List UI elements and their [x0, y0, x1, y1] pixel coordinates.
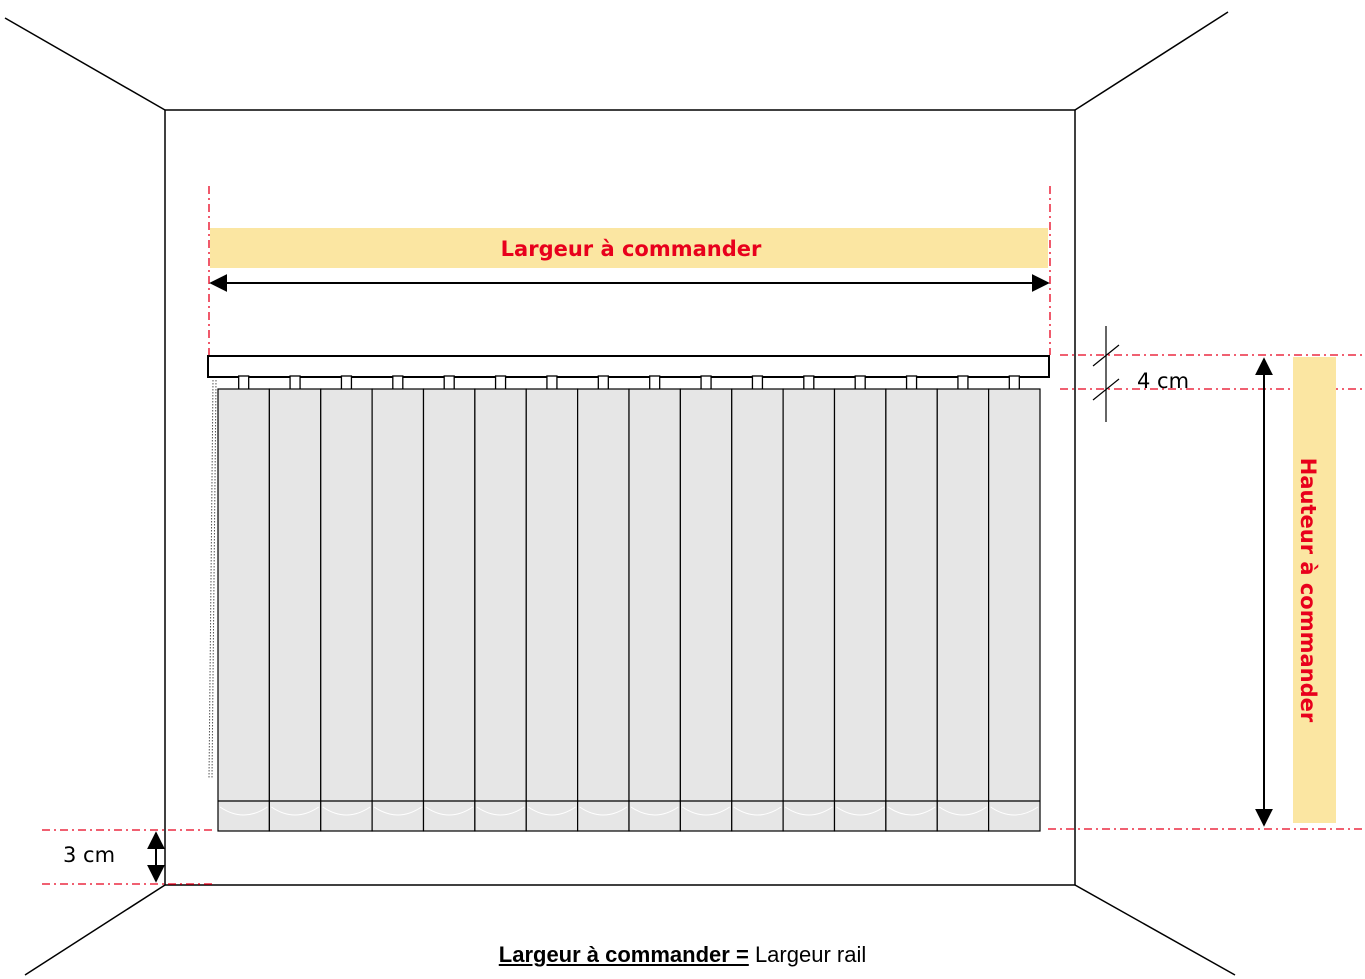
rail-gap-marker: [1092, 326, 1120, 422]
floor-gap-label: 3 cm: [63, 843, 115, 867]
slat-hem-curve: [425, 806, 474, 816]
width-label: Largeur à commander: [501, 237, 762, 261]
back-wall: [164, 109, 1076, 886]
slat-hem-curve: [271, 806, 320, 816]
blind-slats: [217, 388, 1041, 832]
slat-hem-curve: [527, 806, 576, 816]
slat-hem-curve: [733, 806, 782, 816]
corner-line-bottom-left: [24, 884, 166, 976]
caption-bold: Largeur à commander =: [498, 942, 749, 967]
slat: [371, 388, 425, 832]
slat: [782, 388, 836, 832]
width-label-highlight: [210, 228, 1048, 268]
caption-text: Largeur rail: [754, 942, 867, 967]
slat: [320, 388, 373, 832]
slat-hem-curve: [784, 806, 833, 816]
slat-hem-curve: [373, 806, 422, 816]
height-label-highlight: [1293, 357, 1336, 823]
slat-hem-curve: [630, 806, 679, 816]
rail-gap-label: 4 cm: [1137, 369, 1189, 393]
slat-hem-curve: [887, 806, 936, 816]
slat: [988, 388, 1041, 832]
slat: [628, 388, 681, 832]
corner-line-top-right: [1074, 11, 1229, 111]
slat-hem-curve: [938, 806, 987, 816]
slat: [217, 388, 270, 832]
slat: [422, 388, 476, 832]
slat: [731, 388, 784, 832]
slat: [268, 388, 322, 832]
slat-hem-curve: [476, 806, 525, 816]
slat-clips: [238, 375, 1020, 401]
blind-rail: [207, 355, 1050, 378]
room-walls: [4, 11, 1236, 976]
height-label: Hauteur à commander: [1296, 458, 1320, 723]
slat: [474, 388, 527, 832]
slat-hem-curve: [322, 806, 371, 816]
slat: [679, 388, 733, 832]
slat-hem-curve: [682, 806, 731, 816]
pull-cord: [208, 379, 217, 779]
slat: [885, 388, 938, 832]
corner-line-bottom-right: [1074, 884, 1236, 976]
slat-hem-curve: [990, 806, 1039, 816]
slat-hem-curve: [219, 806, 268, 816]
slat: [936, 388, 990, 832]
corner-line-top-left: [4, 17, 166, 111]
slat: [577, 388, 630, 832]
guide-lines: [42, 186, 1362, 885]
slat: [525, 388, 579, 832]
caption: Largeur à commander = Largeur rail: [0, 942, 1365, 968]
slat-hem-curve: [579, 806, 628, 816]
slat-hem-curve: [836, 806, 885, 816]
slat: [833, 388, 887, 832]
